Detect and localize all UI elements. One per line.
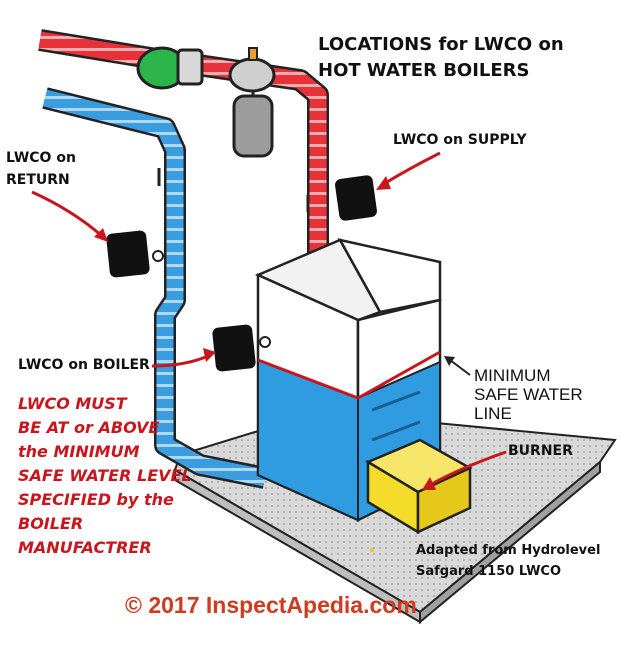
warning-line-5: SPECIFIED by the xyxy=(18,490,174,509)
credit-note: Adapted from Hydrolevel Safgard 1150 LWC… xyxy=(416,540,600,582)
lwco-return-device xyxy=(106,230,164,278)
dot-marker xyxy=(370,548,374,552)
min-line-3: LINE xyxy=(474,404,512,423)
lwco-supply-device xyxy=(335,175,377,221)
label-return-line-1: LWCO on xyxy=(6,150,76,166)
credit-line-2: Safgard 1150 LWCO xyxy=(416,564,562,579)
arrow-min-water-line xyxy=(444,356,471,376)
arrow-return xyxy=(31,190,108,242)
lwco-boiler-device xyxy=(212,324,256,372)
supply-pipe xyxy=(38,29,329,270)
label-burner: BURNER xyxy=(508,443,573,459)
warning-line-1: LWCO MUST xyxy=(18,394,127,413)
credit-line-1: Adapted from Hydrolevel xyxy=(416,543,601,558)
warning-line-7: MANUFACTRER xyxy=(18,538,152,557)
arrow-supply xyxy=(376,151,441,190)
min-line-1: MINIMUM xyxy=(474,366,551,385)
arrow-burner xyxy=(422,450,507,490)
label-lwco-return: LWCO on RETURN xyxy=(6,147,76,191)
diagram-title: LOCATIONS for LWCO on HOT WATER BOILERS xyxy=(318,32,564,84)
warning-note: LWCO MUST BE AT or ABOVE the MINIMUM SAF… xyxy=(18,392,192,560)
warning-line-6: BOILER xyxy=(18,514,84,533)
label-lwco-supply: LWCO on SUPPLY xyxy=(393,132,527,148)
min-line-2: SAFE WATER xyxy=(474,385,583,404)
return-pipe xyxy=(42,87,268,489)
circulator-pump xyxy=(136,46,204,90)
expansion-tank xyxy=(228,47,276,158)
copyright-notice: © 2017 InspectApedia.com xyxy=(125,592,417,618)
label-lwco-boiler: LWCO on BOILER xyxy=(18,357,150,373)
title-line-1: LOCATIONS for LWCO on xyxy=(318,34,564,55)
title-line-2: HOT WATER BOILERS xyxy=(318,60,530,81)
label-min-safe-water-line: MINIMUM SAFE WATER LINE xyxy=(474,366,583,423)
warning-line-4: SAFE WATER LEVEL xyxy=(18,466,192,485)
burner xyxy=(365,438,473,535)
valve-stems xyxy=(157,168,310,212)
warning-line-3: the MINIMUM xyxy=(18,442,140,461)
arrow-boiler xyxy=(151,348,216,368)
warning-line-2: BE AT or ABOVE xyxy=(18,418,160,437)
label-return-line-2: RETURN xyxy=(6,172,70,188)
